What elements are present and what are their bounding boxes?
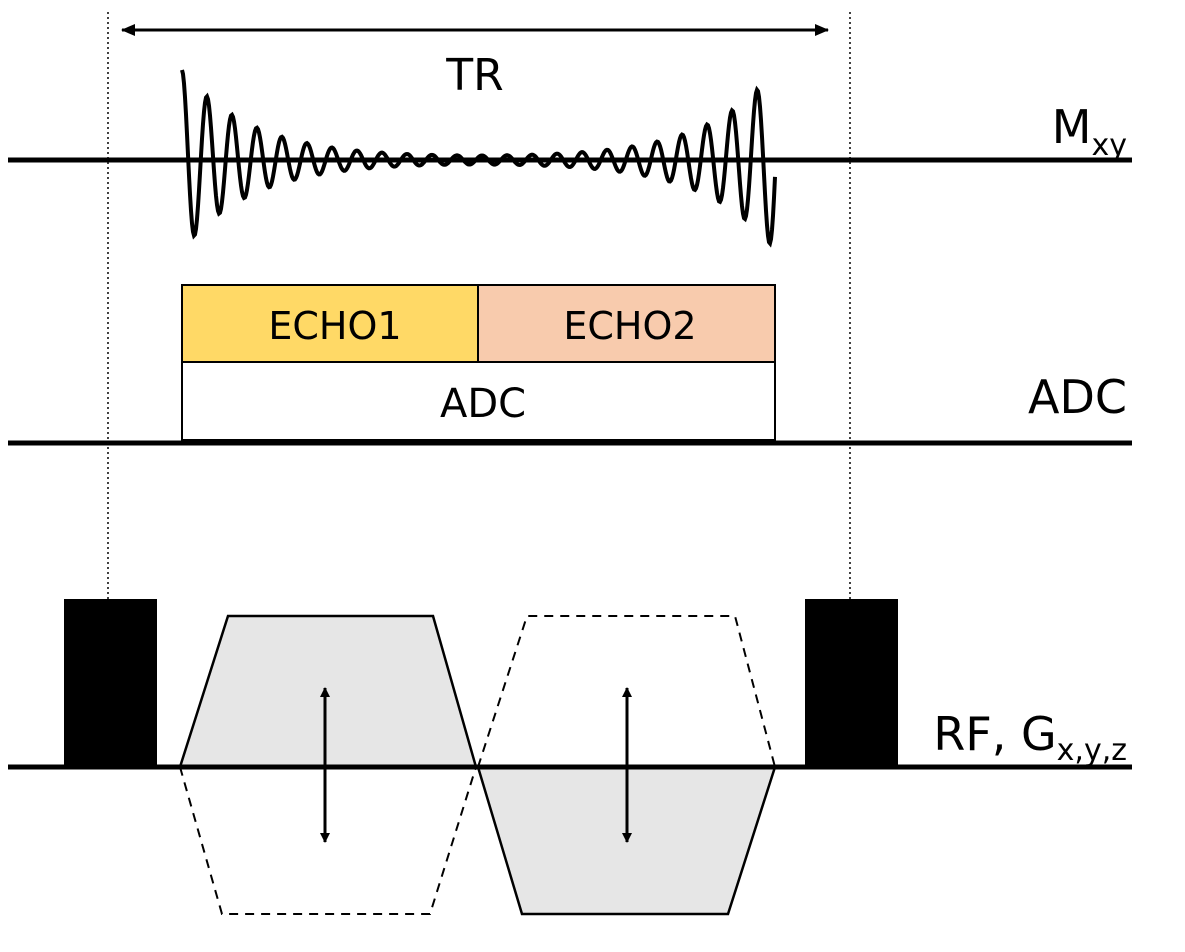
rf-row-label: RF, Gx,y,z (933, 707, 1127, 768)
gradient-lobe-1-positive (178, 614, 478, 769)
adc-block (181, 361, 776, 441)
tr-label: TR (445, 50, 503, 101)
echo2-label: ECHO2 (563, 304, 696, 348)
echo1-block (181, 284, 479, 363)
adc-block-label: ADC (440, 381, 526, 427)
mxy-row-label: Mxy (1052, 100, 1127, 163)
echo2-block (477, 284, 776, 363)
gradient-lobe-1-negative-dashed (179, 766, 477, 915)
adc-row-label: ADC (1028, 370, 1127, 424)
echo1-label: ECHO1 (268, 304, 401, 348)
gradient-lobe-2-positive-dashed (477, 615, 776, 768)
rf-pulse-2 (805, 599, 898, 767)
rf-pulse-1 (64, 599, 157, 767)
mxy-signal-waveform (180, 69, 777, 248)
